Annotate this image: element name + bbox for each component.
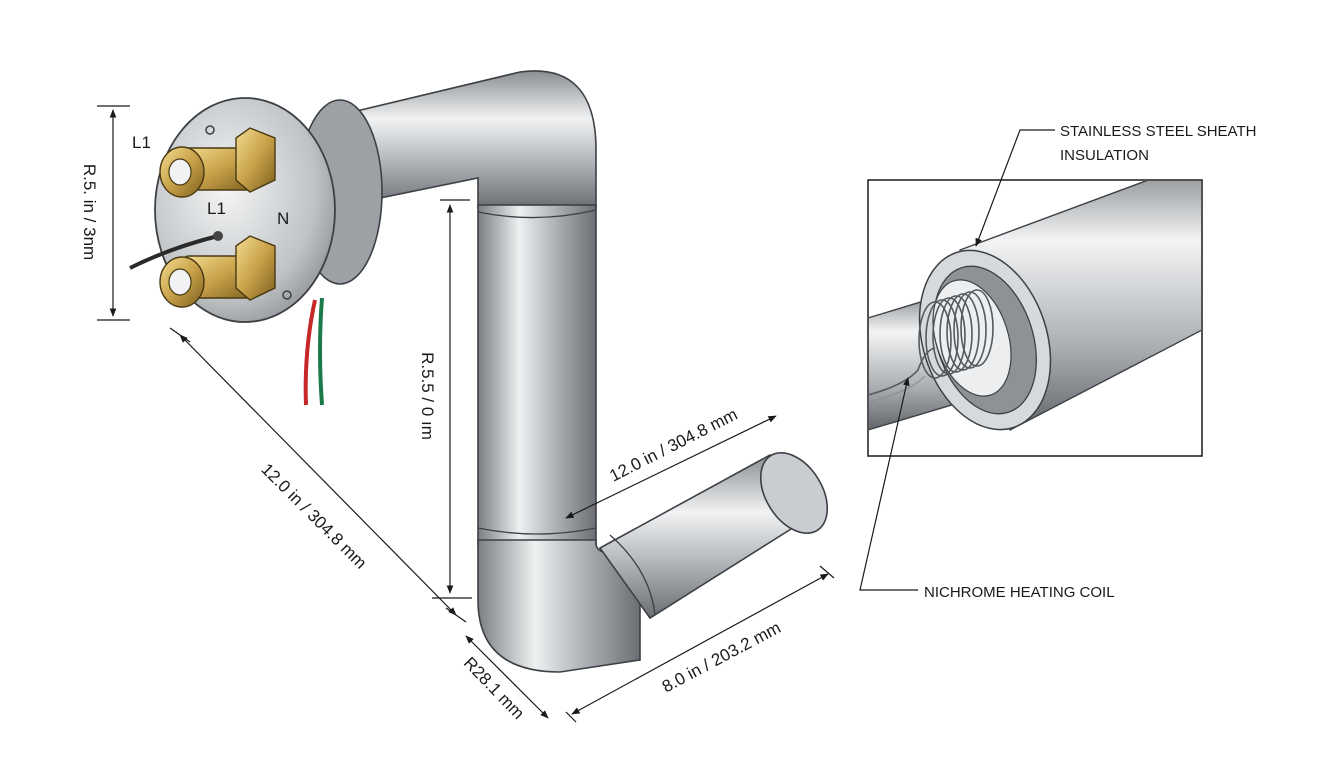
coil-lead-wire-2 (869, 375, 926, 403)
label-vertical-leg: R.5.5 / 0 ım (418, 352, 437, 440)
callout-sheath: STAINLESS STEEL SHEATH (1060, 123, 1256, 140)
terminal-hole-icon (168, 268, 192, 296)
heater-tube (338, 70, 829, 673)
callout-coil: NICHROME HEATING COIL (924, 584, 1115, 601)
terminal-label-l1-lower: L1 (207, 199, 226, 218)
coil-lead-wire (869, 347, 936, 396)
label-flange-height: R.5. in / 3nm (80, 164, 99, 260)
leader-coil (859, 377, 918, 591)
label-diagonal-leg: 12.0 in / 304.8 mm (257, 460, 370, 573)
terminal-lower (159, 235, 276, 308)
seam-line-bottom (477, 527, 597, 535)
leader-sheath (975, 129, 1055, 247)
terminal-hole-icon (168, 158, 192, 186)
wire-red (303, 299, 317, 406)
flange-hole-icon (205, 125, 215, 135)
hex-nut-icon (235, 235, 276, 301)
wire-black (129, 234, 219, 270)
terminal-label-l1-upper: L1 (132, 133, 151, 152)
seam-line-top (477, 209, 597, 219)
dim-upper-leg (565, 415, 777, 519)
dim-diagonal-leg (179, 334, 457, 616)
terminal-head: L1 L1 N (129, 97, 383, 406)
dim-bottom-leg (571, 573, 829, 715)
label-bottom-leg: 8.0 in / 203.2 mm (659, 618, 784, 696)
nichrome-coil-icon (918, 289, 994, 379)
callout-insulation: INSULATION (1060, 147, 1149, 164)
dim-bend-radius (465, 635, 549, 719)
terminal-label-neutral: N (277, 209, 289, 228)
tube-vertical-leg (477, 204, 597, 546)
flange-hole-icon (282, 290, 292, 300)
terminal-upper (159, 127, 276, 198)
wire-green (318, 297, 324, 406)
label-upper-leg: 12.0 in / 304.8 mm (606, 405, 740, 486)
hex-nut-icon (235, 127, 276, 193)
callout-leaders (859, 129, 1055, 591)
wire-grommet-icon (213, 231, 223, 241)
cutaway-inset (867, 179, 1203, 457)
dimension-lines (97, 105, 835, 723)
